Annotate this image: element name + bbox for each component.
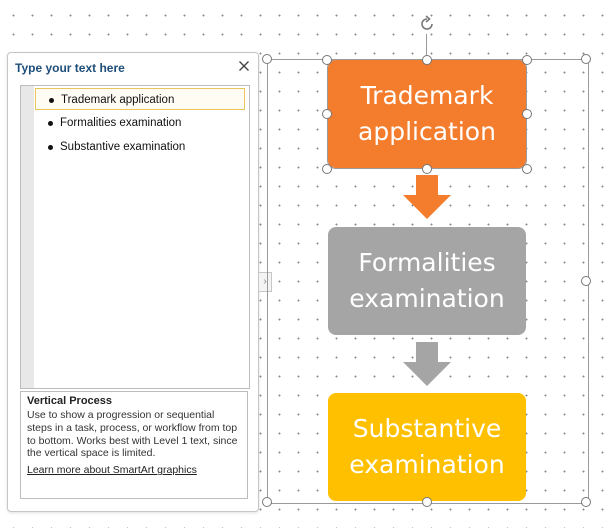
process-step-trademark-application[interactable]: Trademark application [327, 59, 527, 169]
step-label: Trademark application [358, 81, 496, 146]
list-item-label: Formalities examination [60, 117, 182, 129]
frame-resize-handle[interactable] [262, 54, 272, 64]
resize-handle[interactable] [322, 109, 332, 119]
resize-handle[interactable] [522, 109, 532, 119]
smartart-text-pane: Type your text here Trademark applicatio… [7, 52, 259, 512]
resize-handle[interactable] [322, 55, 332, 65]
rotate-connector [426, 34, 427, 60]
list-item-label: Substantive examination [60, 141, 186, 153]
frame-resize-handle[interactable] [422, 497, 432, 507]
bullet-icon [48, 121, 53, 126]
bullet-icon [48, 145, 53, 150]
layout-name: Vertical Process [27, 395, 113, 407]
pane-toggle-chevron-icon[interactable]: › [258, 272, 272, 292]
resize-handle[interactable] [422, 55, 432, 65]
layout-description: Vertical Process Use to show a progressi… [20, 391, 248, 499]
close-icon[interactable] [236, 58, 252, 74]
frame-resize-handle[interactable] [581, 276, 591, 286]
step-label: Formalities examination [349, 248, 505, 313]
down-arrow-icon[interactable] [403, 342, 451, 386]
list-item-formalities-examination[interactable]: Formalities examination [35, 112, 245, 134]
frame-resize-handle[interactable] [581, 54, 591, 64]
frame-resize-handle[interactable] [262, 497, 272, 507]
down-arrow-icon[interactable] [403, 175, 451, 219]
learn-more-link[interactable]: Learn more about SmartArt graphics [27, 464, 197, 477]
list-item-trademark-application[interactable]: Trademark application [35, 88, 245, 110]
process-step-formalities-examination[interactable]: Formalities examination [328, 227, 526, 335]
resize-handle[interactable] [522, 55, 532, 65]
resize-handle[interactable] [522, 164, 532, 174]
resize-handle[interactable] [422, 164, 432, 174]
bullet-icon [49, 98, 54, 103]
frame-resize-handle[interactable] [581, 497, 591, 507]
step-label: Substantive examination [349, 414, 505, 479]
resize-handle[interactable] [322, 164, 332, 174]
layout-description-text: Use to show a progression or sequential … [27, 409, 238, 460]
process-step-substantive-examination[interactable]: Substantive examination [328, 393, 526, 501]
rotate-handle-icon[interactable] [417, 14, 437, 34]
pane-title: Type your text here [15, 61, 125, 75]
text-area-gutter [21, 86, 34, 388]
list-item-label: Trademark application [61, 94, 175, 106]
text-entry-area[interactable]: Trademark application Formalities examin… [20, 85, 250, 389]
list-item-substantive-examination[interactable]: Substantive examination [35, 136, 245, 158]
